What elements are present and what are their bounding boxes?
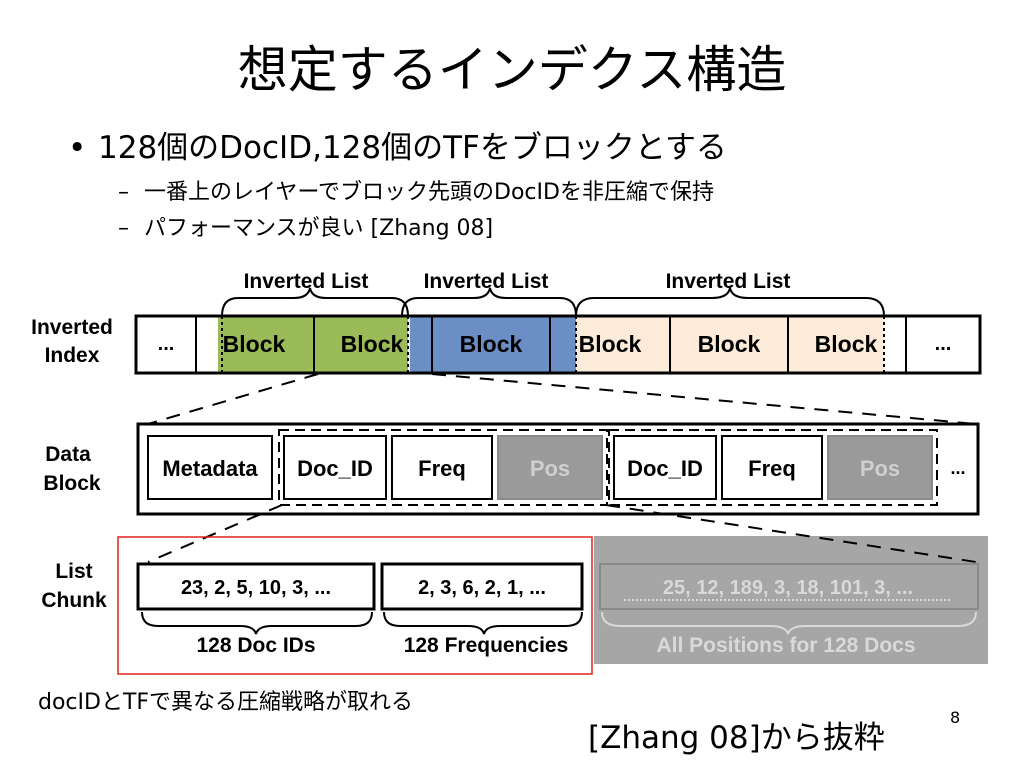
brace-positions bbox=[601, 611, 977, 635]
freq-caption: 128 Frequencies bbox=[404, 634, 569, 657]
sub-bullet-2: –パフォーマンスが良い [Zhang 08] bbox=[118, 214, 493, 244]
chunk-group-1 bbox=[278, 429, 608, 506]
brace-list-2 bbox=[401, 287, 577, 317]
docid-caption: 128 Doc IDs bbox=[196, 634, 315, 657]
pos-label-1: Pos bbox=[530, 456, 570, 481]
pos-cell-2 bbox=[827, 435, 933, 500]
sub-bullet-2-text: パフォーマンスが良い [Zhang 08] bbox=[144, 216, 494, 241]
block-4: Block bbox=[579, 331, 642, 357]
bullet-glyph: • bbox=[68, 130, 87, 166]
main-bullet-text: 128個のDocID,128個のTFをブロックとする bbox=[98, 130, 727, 166]
freq-chunk-box bbox=[380, 562, 584, 611]
dash-glyph: – bbox=[118, 216, 129, 241]
block-5: Block bbox=[698, 331, 761, 357]
pos-label-2: Pos bbox=[860, 456, 900, 481]
chunk-group-2 bbox=[608, 429, 938, 506]
block-3: Block bbox=[460, 331, 523, 357]
ellipsis-right: ... bbox=[935, 333, 952, 355]
slide-title: 想定するインデクス構造 bbox=[237, 41, 787, 99]
freq-cell-2 bbox=[721, 435, 823, 500]
docid-label-2: Doc_ID bbox=[627, 456, 703, 481]
ellipsis-left: ... bbox=[158, 333, 175, 355]
docid-chunk-box bbox=[136, 562, 376, 611]
inverted-list-label-1: Inverted List bbox=[244, 270, 369, 293]
data-block-row bbox=[136, 422, 980, 516]
block-group-peach bbox=[576, 316, 884, 373]
docid-label-1: Doc_ID bbox=[297, 456, 373, 481]
row-label-chunk: Chunk bbox=[41, 589, 107, 612]
row-label-inverted: Inverted bbox=[31, 316, 113, 339]
brace-docids bbox=[141, 611, 373, 635]
block-6: Block bbox=[815, 331, 878, 357]
expand-line-chunk-left bbox=[147, 504, 283, 563]
expand-line-right bbox=[431, 373, 977, 425]
citation: [Zhang 08]から抜粋 bbox=[588, 720, 885, 756]
row-label-index: Index bbox=[45, 344, 100, 367]
positions-chunk-box bbox=[599, 563, 979, 610]
brace-freqs bbox=[383, 611, 583, 635]
block-group-blue bbox=[410, 316, 576, 373]
sub-bullet-1: –一番上のレイヤーでブロック先頭のDocIDを非圧縮で保持 bbox=[118, 178, 714, 208]
main-bullet: • 128個のDocID,128個のTFをブロックとする bbox=[68, 128, 727, 168]
positions-chunk-values: 25, 12, 189, 3, 18, 101, 3, ... bbox=[663, 577, 913, 599]
page-number: 8 bbox=[950, 708, 961, 727]
expand-line-left bbox=[147, 373, 319, 425]
freq-label-1: Freq bbox=[418, 456, 466, 481]
compression-note: docIDとTFで異なる圧縮戦略が取れる bbox=[38, 690, 414, 715]
metadata-label: Metadata bbox=[162, 456, 258, 481]
pos-cell-1 bbox=[497, 435, 603, 500]
index-structure-diagram: Inverted Index Data Block List Chunk Inv… bbox=[31, 270, 988, 675]
block-2: Block bbox=[341, 331, 404, 357]
ellipsis-data-block: ... bbox=[950, 458, 965, 478]
brace-list-1 bbox=[221, 287, 409, 317]
row-label-data: Data bbox=[45, 443, 91, 466]
docid-cell-1 bbox=[283, 435, 387, 500]
freq-cell-1 bbox=[391, 435, 493, 500]
metadata-cell bbox=[147, 435, 273, 500]
positions-caption: All Positions for 128 Docs bbox=[656, 634, 915, 657]
docid-chunk-values: 23, 2, 5, 10, 3, ... bbox=[181, 577, 331, 599]
inverted-list-label-3: Inverted List bbox=[666, 270, 791, 293]
docid-cell-2 bbox=[613, 435, 717, 500]
row-label-block: Block bbox=[43, 472, 101, 495]
freq-label-2: Freq bbox=[748, 456, 796, 481]
freq-chunk-values: 2, 3, 6, 2, 1, ... bbox=[418, 577, 546, 599]
inverted-index-row bbox=[134, 314, 982, 375]
positions-gray-band bbox=[594, 536, 988, 664]
row-label-list: List bbox=[55, 560, 92, 583]
inverted-list-label-2: Inverted List bbox=[424, 270, 549, 293]
highlight-box bbox=[117, 536, 593, 675]
block-1: Block bbox=[223, 331, 286, 357]
sub-bullet-1-text: 一番上のレイヤーでブロック先頭のDocIDを非圧縮で保持 bbox=[144, 180, 714, 205]
brace-list-3 bbox=[575, 287, 885, 317]
dash-glyph: – bbox=[118, 180, 129, 205]
